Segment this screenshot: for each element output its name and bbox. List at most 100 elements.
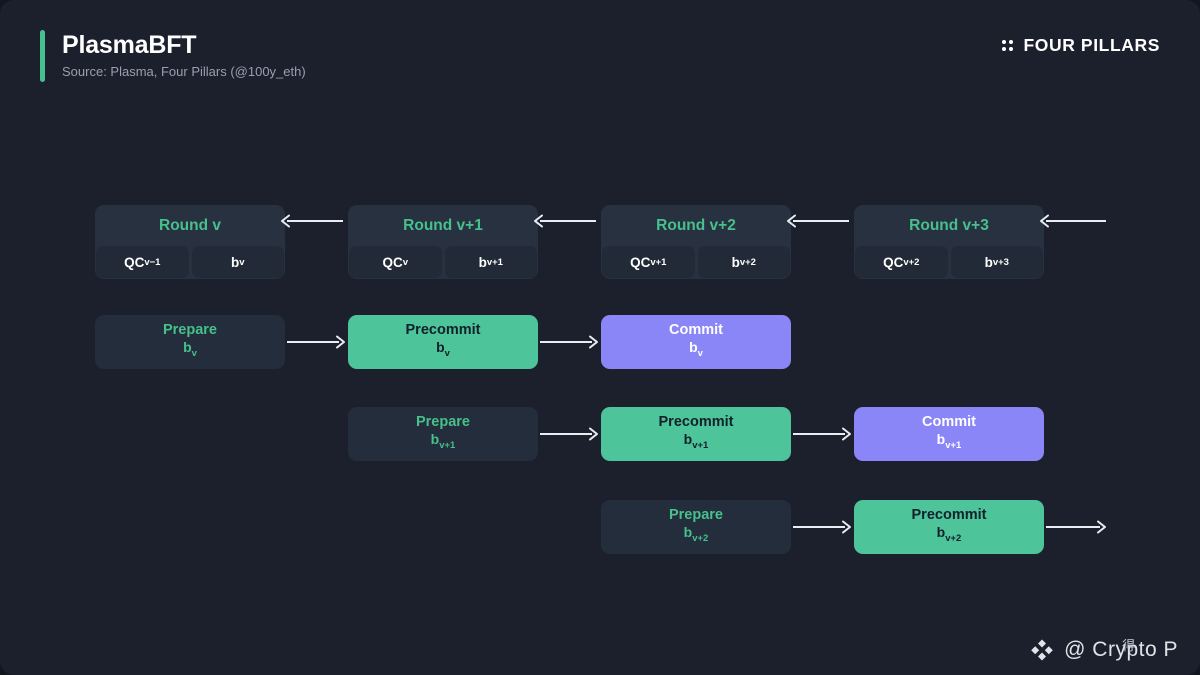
round-qc-sub-2: v+1 — [650, 256, 667, 268]
prepare-block-row0: bv — [183, 339, 197, 362]
commit-block-text-row1: b — [936, 431, 946, 448]
commit-box-row0: Commit bv — [601, 315, 791, 369]
prepare-box-row1: Prepare bv+1 — [348, 407, 538, 461]
prepare-box-row0: Prepare bv — [95, 315, 285, 369]
watermark-text: @ Crypto P 得 — [1064, 638, 1178, 662]
prepare-block-text-row2: b — [683, 524, 693, 541]
watermark: @ Crypto P 得 — [1029, 637, 1178, 663]
round-qc-text-1: QC — [382, 254, 403, 270]
commit-block-text-row0: b — [689, 339, 698, 356]
four-dots-icon — [1002, 40, 1014, 51]
phase-arrow-row0-a — [287, 335, 346, 349]
round-block-text-2: b — [731, 254, 740, 270]
round-label-0: Round v — [159, 216, 221, 234]
prepare-block-row1: bv+1 — [431, 431, 456, 454]
round-qc-sub-3: v+2 — [903, 256, 920, 268]
round-block-sub-3: v+3 — [992, 256, 1009, 268]
title-text-group: PlasmaBFT Source: Plasma, Four Pillars (… — [62, 30, 306, 82]
round-label-3: Round v+3 — [909, 216, 989, 234]
round-label-2: Round v+2 — [656, 216, 736, 234]
prepare-title-row1: Prepare — [415, 414, 470, 431]
commit-block-row0: bv — [689, 339, 703, 362]
prepare-block-text-row0: b — [183, 339, 192, 356]
precommit-block-sub-row1: v+1 — [692, 439, 709, 451]
precommit-block-row0: bv — [436, 339, 450, 362]
precommit-block-text-row1: b — [683, 431, 693, 448]
commit-block-row1: bv+1 — [937, 431, 962, 454]
precommit-box-row2: Precommit bv+2 — [854, 500, 1044, 554]
round-qc-text-0: QC — [124, 254, 145, 270]
prepare-box-row2: Prepare bv+2 — [601, 500, 791, 554]
round-arrow-3 — [1039, 214, 1107, 228]
binance-diamond-icon — [1029, 637, 1055, 663]
phase-arrow-row1-a — [540, 427, 599, 441]
watermark-overlap-glyph: 得 — [1122, 638, 1136, 653]
brand-logo: FOUR PILLARS — [1002, 35, 1160, 56]
round-block-sub-1: v+1 — [486, 256, 503, 268]
precommit-title-row0: Precommit — [405, 322, 481, 339]
precommit-block-row1: bv+1 — [684, 431, 709, 454]
watermark-main-text: @ Crypto P — [1064, 638, 1178, 661]
commit-box-row1: Commit bv+1 — [854, 407, 1044, 461]
round-qc-text-2: QC — [630, 254, 651, 270]
precommit-block-row2: bv+2 — [937, 524, 962, 547]
prepare-block-sub-row2: v+2 — [692, 532, 709, 544]
prepare-block-row2: bv+2 — [684, 524, 709, 547]
round-block-text-0: b — [230, 254, 240, 270]
commit-title-row0: Commit — [669, 322, 723, 339]
round-arrow-1 — [533, 214, 597, 228]
prepare-title-row2: Prepare — [668, 507, 723, 524]
prepare-block-sub-row0: v — [191, 347, 197, 359]
round-arrow-2 — [786, 214, 850, 228]
phase-arrow-row2-b — [1046, 520, 1107, 534]
precommit-box-row0: Precommit bv — [348, 315, 538, 369]
page-subtitle: Source: Plasma, Four Pillars (@100y_eth) — [62, 64, 306, 79]
precommit-block-sub-row2: v+2 — [945, 532, 962, 544]
accent-bar — [40, 30, 45, 82]
commit-block-sub-row1: v+1 — [945, 439, 962, 451]
round-block-sub-2: v+2 — [739, 256, 756, 268]
commit-block-sub-row0: v — [697, 347, 703, 359]
round-block-text-1: b — [478, 254, 487, 270]
phase-arrow-row1-b — [793, 427, 852, 441]
precommit-title-row1: Precommit — [658, 414, 734, 431]
phase-arrow-row2-a — [793, 520, 852, 534]
precommit-box-row1: Precommit bv+1 — [601, 407, 791, 461]
prepare-block-sub-row1: v+1 — [439, 439, 456, 451]
commit-title-row1: Commit — [922, 414, 976, 431]
prepare-title-row0: Prepare — [162, 322, 217, 339]
brand-name: FOUR PILLARS — [1023, 35, 1160, 55]
round-block-text-3: b — [984, 254, 993, 270]
round-qc-sub-0: v−1 — [144, 256, 161, 268]
prepare-block-text-row1: b — [430, 431, 440, 448]
phase-arrow-row0-b — [540, 335, 599, 349]
title-block: PlasmaBFT Source: Plasma, Four Pillars (… — [40, 30, 306, 82]
round-label-1: Round v+1 — [403, 216, 483, 234]
precommit-block-text-row0: b — [436, 339, 445, 356]
round-block-sub-0: v — [239, 256, 245, 268]
precommit-block-sub-row0: v — [444, 347, 450, 359]
round-qc-text-3: QC — [883, 254, 904, 270]
slide-header: PlasmaBFT Source: Plasma, Four Pillars (… — [0, 0, 1200, 100]
page-title: PlasmaBFT — [62, 31, 197, 59]
round-qc-sub-1: v — [402, 256, 409, 268]
precommit-title-row2: Precommit — [911, 507, 987, 524]
